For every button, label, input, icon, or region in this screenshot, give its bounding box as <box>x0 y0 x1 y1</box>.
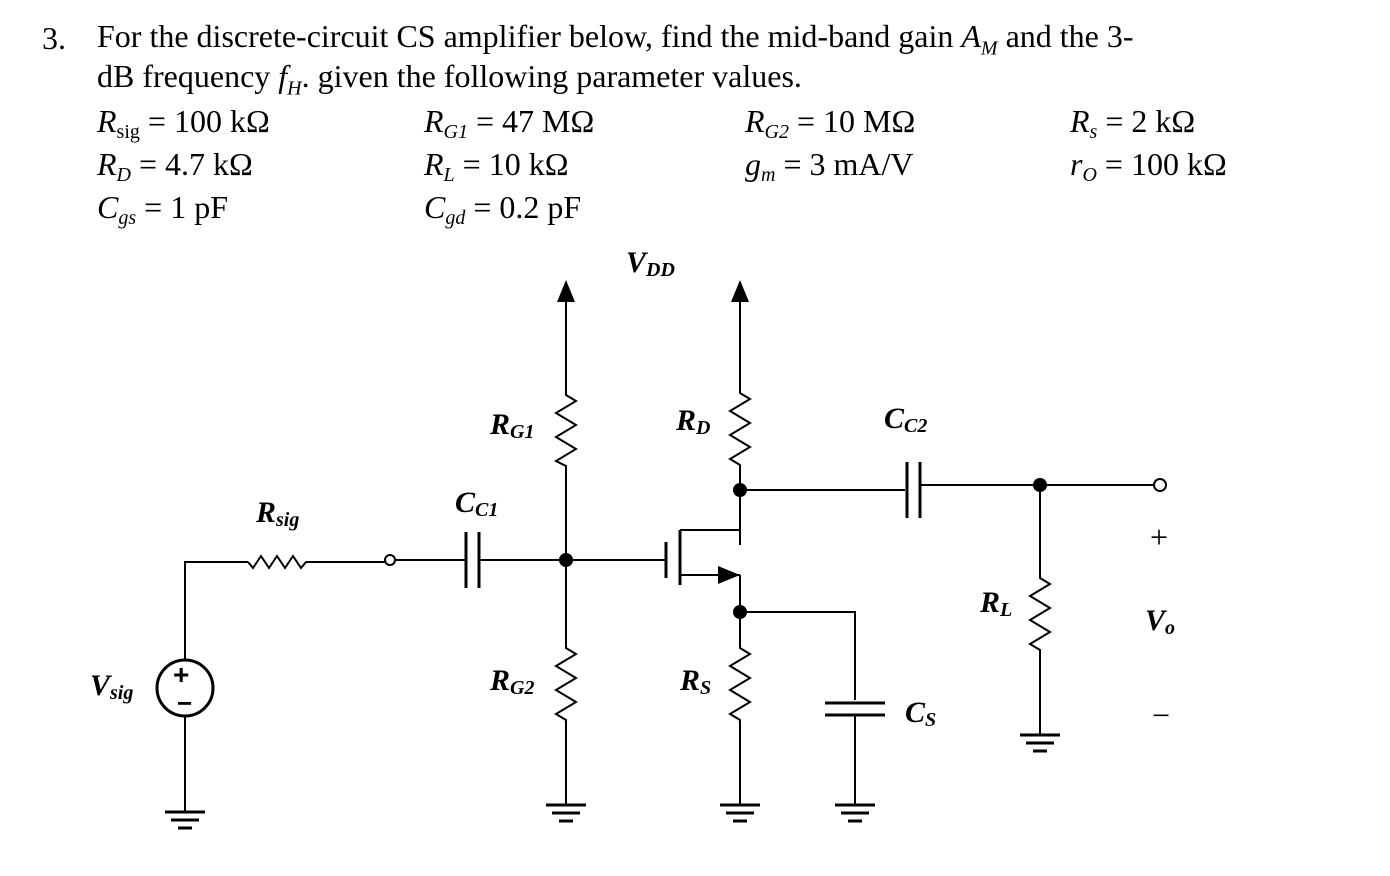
param-rg1: RG1 = 47 MΩ <box>424 103 595 143</box>
problem-number: 3. <box>42 20 66 56</box>
param-cgs: Cgs = 1 pF <box>97 189 228 229</box>
rd-resistor <box>728 390 752 545</box>
input-terminal <box>384 554 396 566</box>
source-plus: + <box>173 659 189 690</box>
param-rsig: Rsig = 100 kΩ <box>97 103 270 143</box>
vdd-arrow-left <box>557 280 575 302</box>
ground-cs <box>835 803 875 823</box>
label-rsig: Rsig <box>255 496 299 531</box>
rg1-resistor <box>553 390 578 560</box>
label-vo: Vo <box>1145 604 1175 639</box>
ground-rg2 <box>546 803 586 823</box>
label-rl: RL <box>979 586 1012 621</box>
param-rg2: RG2 = 10 MΩ <box>745 103 916 143</box>
label-rg1: RG1 <box>489 408 534 443</box>
gate-node <box>559 553 573 567</box>
ground-symbols <box>165 733 1060 830</box>
problem-line-2: dB frequency fH. given the following par… <box>97 58 802 100</box>
source-minus: − <box>177 688 192 718</box>
ground-rl <box>1020 733 1060 753</box>
output-minus: − <box>1152 697 1170 733</box>
param-rs: Rs = 2 kΩ <box>1070 103 1196 143</box>
cs-top-wire <box>740 611 856 700</box>
output-node <box>1033 478 1047 492</box>
label-vsig: Vsig <box>90 669 133 704</box>
label-rd: RD <box>675 404 710 439</box>
label-cc1: CC1 <box>455 486 498 521</box>
rl-resistor <box>1028 485 1052 735</box>
param-ro: rO = 100 kΩ <box>1070 146 1227 186</box>
rs-resistor <box>728 575 752 805</box>
label-cs: CS <box>905 696 936 731</box>
problem-line-1: For the discrete-circuit CS amplifier be… <box>97 18 1134 60</box>
param-rd: RD = 4.7 kΩ <box>97 146 253 186</box>
label-rs: RS <box>679 664 711 699</box>
output-plus: + <box>1150 519 1168 555</box>
label-vdd: VDD <box>626 246 675 281</box>
source-node <box>733 605 747 619</box>
vdd-arrow-right <box>731 280 749 302</box>
ground-vsig <box>165 810 205 830</box>
param-gm: gm = 3 mA/V <box>745 146 914 186</box>
rg2-resistor <box>554 560 578 805</box>
param-cgd: Cgd = 0.2 pF <box>424 189 582 229</box>
output-terminal <box>1153 478 1167 492</box>
drain-node <box>733 483 747 497</box>
source-arrow <box>718 566 740 584</box>
label-rg2: RG2 <box>489 664 534 699</box>
label-cc2: CC2 <box>884 402 927 437</box>
vsig-top-wire <box>184 561 248 660</box>
param-rl: RL = 10 kΩ <box>424 146 569 186</box>
ground-rs <box>720 803 760 823</box>
rsig-resistor <box>247 554 385 570</box>
